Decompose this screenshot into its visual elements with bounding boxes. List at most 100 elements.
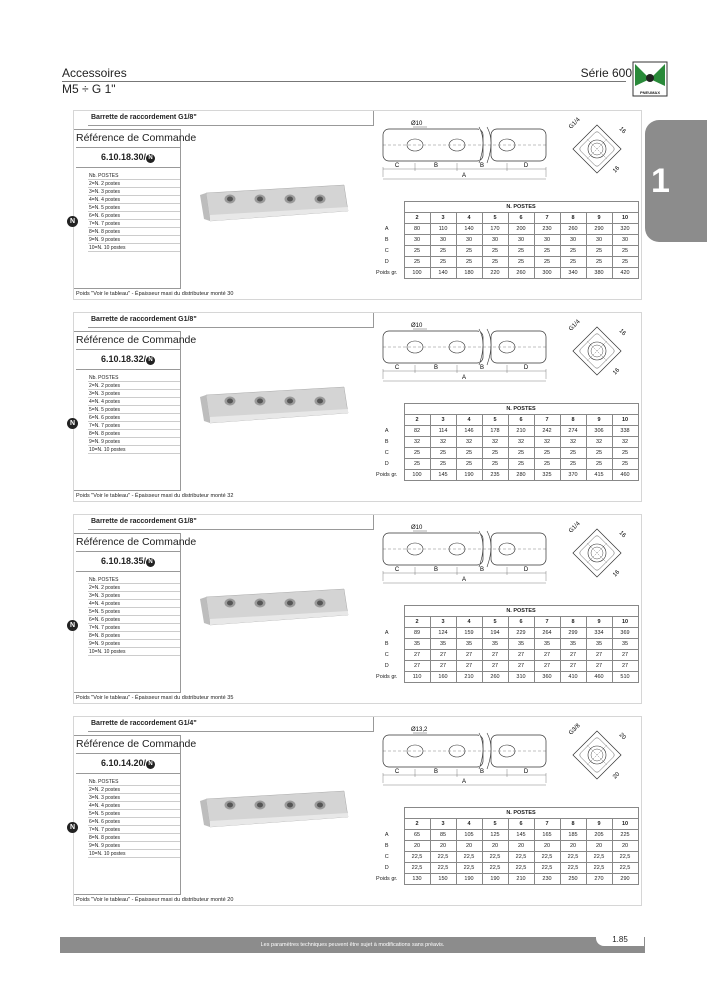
option-item: 9=N. 9 postes bbox=[88, 842, 180, 850]
order-code-text: 6.10.18.30/ bbox=[100, 152, 147, 162]
table-cell: 22,5 bbox=[611, 851, 639, 863]
table-cell: 27 bbox=[403, 649, 431, 661]
option-item: Nb. POSTES bbox=[88, 172, 180, 180]
table-cell: 20 bbox=[611, 840, 639, 852]
series-label: Série 600 bbox=[580, 66, 632, 80]
option-item: 10=N. 10 postes bbox=[88, 850, 180, 858]
col-header: 3 bbox=[429, 616, 457, 628]
col-header: 8 bbox=[559, 616, 587, 628]
table-cell: 35 bbox=[585, 638, 613, 650]
table-cell: 22,5 bbox=[455, 851, 483, 863]
row-label: Poids gr. bbox=[370, 267, 405, 279]
table-cell: 210 bbox=[455, 671, 483, 683]
dim-d: D bbox=[524, 567, 529, 573]
table-cell: 27 bbox=[429, 660, 457, 672]
table-cell: 25 bbox=[533, 245, 561, 257]
product-image bbox=[200, 787, 350, 831]
dim-a: A bbox=[462, 577, 466, 583]
option-item: 6=N. 6 postes bbox=[88, 616, 180, 624]
chapter-tab: 1 bbox=[645, 120, 707, 242]
row-label: Poids gr. bbox=[370, 469, 405, 481]
table-cell: 32 bbox=[585, 436, 613, 448]
table-cell: 299 bbox=[559, 627, 587, 639]
option-item: 2=N. 2 postes bbox=[88, 180, 180, 188]
table-cell: 22,5 bbox=[429, 851, 457, 863]
side-dimension: 16 bbox=[612, 165, 621, 174]
row-label: D bbox=[370, 660, 405, 672]
table-cell: 27 bbox=[559, 660, 587, 672]
hole-diameter-label: Ø10 bbox=[411, 121, 423, 127]
table-cell: 25 bbox=[455, 458, 483, 470]
table-cell: 306 bbox=[585, 425, 613, 437]
section-title: Barrette de raccordement G1/8" bbox=[88, 111, 374, 126]
col-header: 3 bbox=[429, 212, 457, 224]
table-header: N. POSTES bbox=[403, 403, 639, 415]
dim-a: A bbox=[462, 779, 466, 785]
table-header: N. POSTES bbox=[403, 605, 639, 617]
table-cell: 145 bbox=[429, 469, 457, 481]
order-code: 6.10.14.20/N bbox=[76, 753, 180, 774]
table-cell: 27 bbox=[585, 660, 613, 672]
option-item: 9=N. 9 postes bbox=[88, 236, 180, 244]
table-cell: 25 bbox=[403, 447, 431, 459]
dim-b: B bbox=[480, 567, 484, 573]
table-cell: 210 bbox=[507, 873, 535, 885]
table-cell: 27 bbox=[611, 649, 639, 661]
table-cell: 25 bbox=[403, 256, 431, 268]
order-reference-panel: Référence de Commande 6.10.18.35/N N Nb.… bbox=[67, 533, 196, 693]
table-cell: 30 bbox=[611, 234, 639, 246]
table-cell: 22,5 bbox=[403, 851, 431, 863]
table-cell: 235 bbox=[481, 469, 509, 481]
table-cell: 325 bbox=[533, 469, 561, 481]
table-cell: 170 bbox=[481, 223, 509, 235]
col-header: 4 bbox=[455, 818, 483, 830]
table-cell: 280 bbox=[507, 469, 535, 481]
footer-bar: Les paramètres techniques peuvent être s… bbox=[60, 937, 645, 953]
option-item: 9=N. 9 postes bbox=[88, 640, 180, 648]
table-cell: 25 bbox=[481, 256, 509, 268]
table-cell: 25 bbox=[585, 256, 613, 268]
table-cell: 32 bbox=[403, 436, 431, 448]
table-cell: 27 bbox=[429, 649, 457, 661]
table-cell: 260 bbox=[481, 671, 509, 683]
col-header: 10 bbox=[611, 616, 639, 628]
header-divider bbox=[62, 81, 626, 82]
table-cell: 25 bbox=[559, 447, 587, 459]
table-cell: 415 bbox=[585, 469, 613, 481]
table-cell: 27 bbox=[533, 660, 561, 672]
option-item: 6=N. 6 postes bbox=[88, 414, 180, 422]
table-cell: 420 bbox=[611, 267, 639, 279]
table-cell: 114 bbox=[429, 425, 457, 437]
table-cell: 20 bbox=[533, 840, 561, 852]
table-cell: 100 bbox=[403, 267, 431, 279]
thread-label: G3/8 bbox=[568, 723, 582, 736]
option-item: 3=N. 3 postes bbox=[88, 188, 180, 196]
thread-label: G1/4 bbox=[568, 319, 582, 332]
option-item: 6=N. 6 postes bbox=[88, 818, 180, 826]
table-cell: 25 bbox=[533, 458, 561, 470]
table-header: N. POSTES bbox=[403, 201, 639, 213]
option-item: Nb. POSTES bbox=[88, 778, 180, 786]
table-cell: 27 bbox=[507, 660, 535, 672]
option-item: Nb. POSTES bbox=[88, 374, 180, 382]
row-label: A bbox=[370, 627, 405, 639]
table-cell: 20 bbox=[585, 840, 613, 852]
product-section: Barrette de raccordement G1/8" Référence… bbox=[67, 312, 642, 502]
table-cell: 20 bbox=[507, 840, 535, 852]
n-badge-icon: N bbox=[146, 356, 156, 365]
row-label: C bbox=[370, 447, 405, 459]
table-cell: 190 bbox=[481, 873, 509, 885]
row-label: B bbox=[370, 234, 405, 246]
table-cell: 160 bbox=[429, 671, 457, 683]
table-cell: 22,5 bbox=[403, 862, 431, 874]
n-badge-icon: N bbox=[67, 418, 78, 429]
